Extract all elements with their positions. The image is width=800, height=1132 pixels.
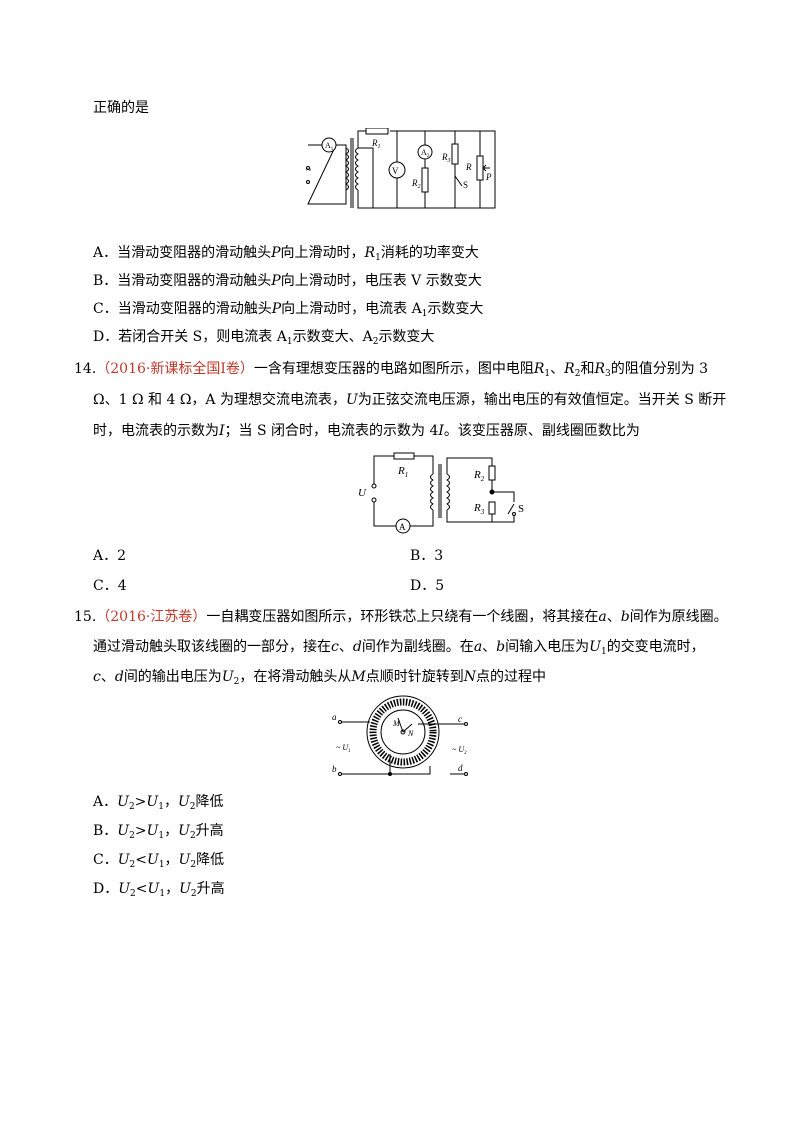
terminal-a-label: a — [332, 712, 337, 722]
point-m-label: M — [392, 719, 401, 728]
q15-source: （2016·江苏卷） — [96, 609, 207, 625]
ac-source-label: ~ — [306, 165, 312, 176]
u2-label: ~ U2 — [452, 745, 467, 756]
q15-option-c: C．U2<U1，U2降低 — [93, 852, 225, 870]
q14-option-b: B．3 — [410, 548, 444, 564]
q14-circuit-figure: U R1 R2 R3 A S — [356, 452, 536, 534]
voltmeter-label: V — [392, 166, 399, 176]
q14-option-c: C．4 — [93, 578, 127, 594]
q14-option-a: A．2 — [93, 548, 127, 564]
terminal-b-label: b — [332, 764, 337, 774]
q15-line-3: c、d间的输出电压为U2，在将滑动触头从M点顺时针旋转到N点的过程中 — [93, 669, 546, 687]
switch-s-label: S — [463, 180, 468, 190]
source-u-label: U — [358, 487, 367, 499]
q13-option-a: A．当滑动变阻器的滑动触头P向上滑动时，R1消耗的功率变大 — [93, 245, 479, 263]
r1-label: R1 — [371, 138, 381, 150]
q13-option-d: D．若闭合开关 S，则电流表 A1示数变大、A2示数变大 — [93, 329, 435, 347]
switch-s-label: S — [518, 503, 524, 515]
r1-label: R1 — [397, 465, 408, 479]
ammeter-a1-label: A1 — [325, 141, 334, 152]
q15-option-b: B．U2>U1，U2升高 — [93, 823, 224, 841]
intro-text: 正确的是 — [93, 100, 149, 116]
q15-option-d: D．U2<U1，U2升高 — [93, 881, 225, 899]
r2-label: R2 — [411, 178, 421, 190]
q14-line-3: 时，电流表的示数为I；当 S 闭合时，电流表的示数为 4I。该变压器原、副线圈匝… — [93, 423, 640, 439]
rheostat-r-label: R — [465, 162, 472, 172]
q13-circuit-svg: ~ A1 V A2 R1 R2 R3 R P S — [306, 127, 496, 209]
q14-circuit-svg: U R1 R2 R3 A S — [358, 452, 524, 534]
q14-option-d: D．5 — [410, 578, 445, 594]
q15-option-a: A．U2>U1，U2降低 — [93, 794, 224, 812]
q13-circuit-figure: ~ A1 V A2 R1 R2 R3 R P S — [300, 127, 505, 212]
q15-autotransformer-svg: a b c d ~ U1 ~ U2 M N — [332, 695, 468, 776]
ammeter-a2-label: A2 — [421, 148, 430, 159]
q14-source: （2016·新课标全国Ⅰ卷） — [96, 361, 254, 377]
q14-line-1: 14.（2016·新课标全国Ⅰ卷）一含有理想变压器的电路如图所示，图中电阻R1、… — [74, 361, 709, 379]
slider-p-label: P — [485, 172, 492, 182]
q15-line-2: 通过滑动触头取该线圈的一部分，接在c、d间作为副线圈。在a、b间输入电压为U1的… — [93, 639, 705, 657]
q13-option-b: B．当滑动变阻器的滑动触头P向上滑动时，电压表 V 示数变大 — [93, 273, 482, 289]
r3-label: R3 — [441, 152, 451, 164]
q15-autotransformer-figure: a b c d ~ U1 ~ U2 M N — [330, 694, 476, 780]
r2-label: R2 — [473, 469, 485, 483]
q15-line-1: 15.（2016·江苏卷）一自耦变压器如图所示，环形铁芯上只绕有一个线圈，将其接… — [74, 609, 728, 625]
q14-line-2: Ω、1 Ω 和 4 Ω，A 为理想交流电流表，U为正弦交流电压源，输出电压的有效… — [93, 392, 727, 408]
r3-label: R3 — [473, 502, 485, 516]
terminal-c-label: c — [458, 714, 462, 724]
u1-label: ~ U1 — [336, 743, 351, 754]
point-n-label: N — [407, 729, 414, 738]
ammeter-label: A — [399, 522, 406, 532]
terminal-d-label: d — [458, 763, 463, 773]
q13-option-c: C．当滑动变阻器的滑动触头P向上滑动时，电流表 A1示数变大 — [93, 301, 484, 319]
